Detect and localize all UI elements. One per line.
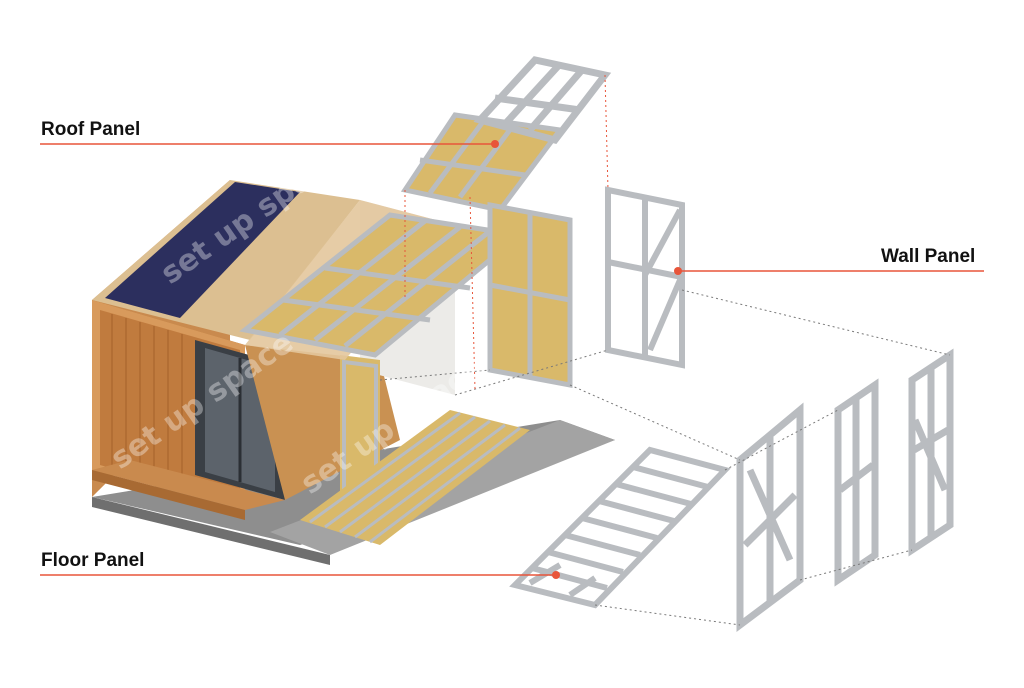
slab-edge (92, 497, 330, 565)
floor-leader-dot (552, 571, 560, 579)
guide-lines (379, 289, 951, 626)
floor-panel-label: Floor Panel (41, 550, 145, 571)
timber-deck (92, 460, 285, 510)
leader-lines (40, 140, 984, 579)
wall-steel-frame (605, 186, 685, 369)
wall-leader-dot (674, 267, 682, 275)
floor-steel-frame (509, 446, 731, 609)
roof-leader-dot (491, 140, 499, 148)
solar-panel (105, 182, 300, 318)
wall-frame-medium (834, 378, 879, 587)
roof-insulation-upper (405, 115, 560, 210)
wall-panel-label: Wall Panel (881, 246, 976, 267)
roof-panel-label: Roof Panel (41, 119, 141, 140)
roof-panel-group (239, 56, 612, 358)
wall-frame-large (736, 402, 804, 632)
wall-frame-right (908, 348, 954, 557)
